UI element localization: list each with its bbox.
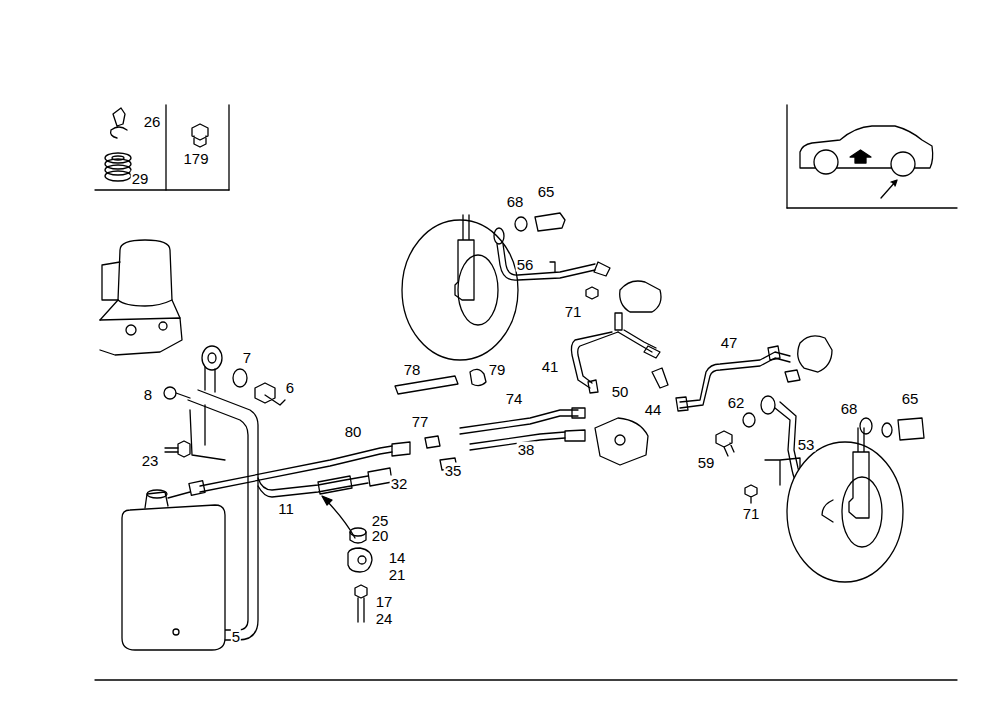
callout-number: 7 [242,350,252,365]
callout-number: 179 [182,151,209,166]
callout-number: 29 [131,171,150,186]
callout-number: 74 [505,391,524,406]
callout-number: 71 [742,506,761,521]
callout-number: 8 [143,387,153,402]
page-rule [95,679,957,680]
callout-number: 24 [375,611,394,626]
callout-number: 68 [840,401,859,416]
callout-number: 11 [277,501,295,516]
callout-number: 20 [371,528,390,543]
callout-number: 59 [697,455,716,470]
inset-box [95,105,229,190]
callout-number: 23 [141,453,160,468]
callout-number: 26 [143,114,162,129]
valve [615,281,832,382]
banjo-fitting [164,346,285,405]
callout-number: 71 [564,304,583,319]
callout-number: 47 [720,335,739,350]
callout-number: 68 [506,194,525,209]
callout-number: 62 [727,395,746,410]
callout-number: 21 [388,567,407,582]
brake-line [676,346,790,411]
brake-disc [402,215,518,360]
callout-number: 56 [516,257,535,272]
bolt [165,441,190,457]
brake-line [189,442,410,495]
callout-number: 77 [411,414,430,429]
callout-number: 80 [344,424,363,439]
clip-parts [348,528,372,622]
distributor [595,418,648,465]
brake-line [258,468,392,497]
callout-number: 32 [390,476,409,491]
callout-number: 5 [231,629,241,644]
brake-disc [787,428,903,582]
callout-number: 79 [488,362,507,377]
callout-number: 53 [797,437,816,452]
reservoir [122,490,225,650]
callout-number: 35 [444,463,463,478]
callout-number: 6 [285,380,295,395]
callout-number: 14 [388,550,407,565]
callout-number: 50 [611,384,630,399]
callout-number: 17 [375,594,394,609]
pump [100,240,182,355]
callout-number: 78 [403,362,422,377]
callout-number: 38 [517,442,536,457]
callout-number: 65 [901,391,920,406]
brake-line [494,213,610,299]
callout-number: 25 [371,513,390,528]
callout-number: 65 [537,184,556,199]
callout-number: 41 [541,359,560,374]
callout-number: 44 [644,402,663,417]
location-inset [787,105,957,208]
